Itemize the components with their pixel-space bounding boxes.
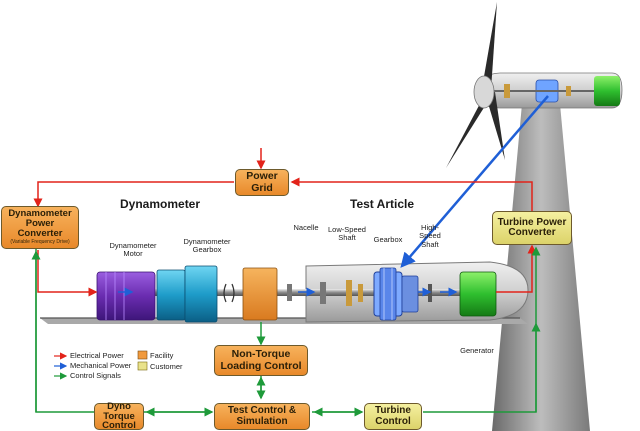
dynamometer-motor-label: Dynamometer Motor xyxy=(109,241,157,259)
turbine-blade-lower xyxy=(446,96,490,168)
turbine-blade-back xyxy=(485,92,505,160)
generator-icon xyxy=(459,271,497,317)
dyno-power-converter-box: Dynamometer Power Converter (Variable Fr… xyxy=(1,206,79,249)
dyno-power-converter-subtitle: (Variable Frequency Drive) xyxy=(10,239,70,246)
legend-mechanical-label: Mechanical Power xyxy=(70,361,132,370)
turbine-control-box: Turbine Control xyxy=(364,403,422,430)
gearbox-label: Gearbox xyxy=(373,235,403,244)
dynamometer-gearbox-label: Dynamometer Gearbox xyxy=(183,237,231,255)
non-torque-loading-control-box: Non-Torque Loading Control xyxy=(214,345,308,376)
turbine-to-grid-line xyxy=(290,177,533,212)
turbine-generator-icon xyxy=(594,76,620,106)
main-bearing-icon xyxy=(346,280,352,306)
turbine-hub xyxy=(473,75,495,109)
dyno-converter-control-line xyxy=(35,248,94,413)
main-shaft xyxy=(130,289,460,296)
generator-label: Generator xyxy=(460,346,494,355)
high-speed-shaft-label: High- Speed Shaft xyxy=(419,223,441,249)
control-signal-lines xyxy=(31,246,541,417)
dyno-power-converter-title: Dynamometer Power Converter xyxy=(8,208,72,240)
rotation-arrow-icon xyxy=(223,283,227,303)
non-torque-loading-unit xyxy=(242,267,278,321)
coupling-icon xyxy=(287,284,292,301)
legend-electrical-label: Electrical Power xyxy=(70,351,124,360)
grid-to-dyno-line xyxy=(33,181,234,208)
electrical-power-lines xyxy=(33,148,537,297)
turbine-tower xyxy=(492,104,590,431)
legend-customer-swatch xyxy=(137,361,148,371)
legend-customer-label: Customer xyxy=(150,362,183,371)
power-grid-box: Power Grid xyxy=(235,169,289,196)
dyno-converter-to-motor-line xyxy=(37,250,98,297)
dynamometer-gearbox-small-icon xyxy=(156,269,186,321)
test-control-simulation-box: Test Control & Simulation xyxy=(214,403,310,430)
brake-disc-icon xyxy=(428,284,432,302)
legend-facility-label: Facility xyxy=(150,351,174,360)
dynamometer-gearbox-icon xyxy=(184,265,218,323)
turbine-power-converter-box: Turbine Power Converter xyxy=(492,211,572,245)
dynamometer-section-title: Dynamometer xyxy=(120,197,201,211)
generator-to-converter-line xyxy=(496,244,537,293)
turbine-to-test-arrow xyxy=(400,95,549,268)
dyno-torque-control-box: Dyno Torque Control xyxy=(94,401,144,431)
turbine-blade-top xyxy=(482,2,497,90)
legend-graphics xyxy=(54,350,148,380)
low-speed-shaft-label: Low-Speed Shaft xyxy=(328,225,366,243)
legend-facility-swatch xyxy=(137,350,148,360)
nacelle-label: Nacelle xyxy=(293,223,319,232)
legend-control-label: Control Signals xyxy=(70,371,121,380)
test-article-section-title: Test Article xyxy=(350,197,415,211)
wind-turbine xyxy=(446,2,623,431)
